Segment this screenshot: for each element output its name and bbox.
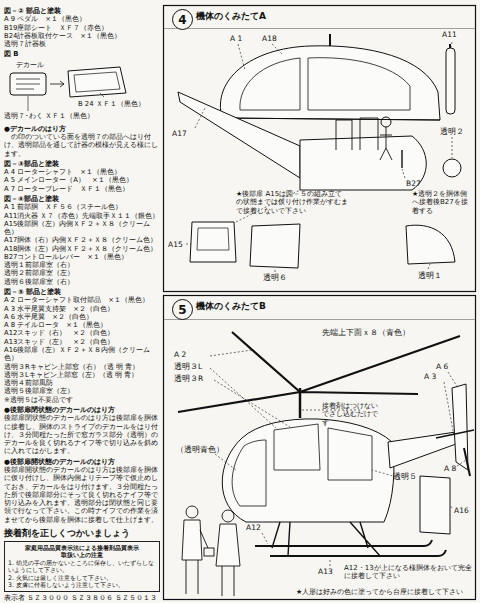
section-heading: 接着剤を正しくつかいましょう <box>4 528 160 539</box>
note-text: A 7 ローターブレード ＸＦ１（黒色） <box>4 185 160 193</box>
note-text: A11消火器 Ｘ７（赤色）先端取手Ｘ１１（銀色） <box>4 212 160 220</box>
section-heading: ●後部扉閉状態のデカールのはり方 <box>4 406 160 414</box>
part-label: ★後部扉 A15は図－５の組み立ての状態までは仮り付け作業がすむまで接着しないで… <box>236 190 348 215</box>
note-text: B27コントロールレバー ×１（黒色） <box>4 253 160 261</box>
note-text: 透明７計器板 <box>4 40 160 48</box>
part-label: 透明５ <box>393 472 423 481</box>
caution-heading: 取扱い上の注意 <box>8 551 156 559</box>
section-heading: 図 B <box>4 50 160 58</box>
section-heading: 図－⑤ 部品と塗装 <box>4 288 160 296</box>
note-text: A 6 水平尾翼 ×２（白色） <box>4 313 160 321</box>
section-heading: 図－④部品と塗装 <box>4 195 160 203</box>
part-label: A13 <box>318 567 342 576</box>
note-text: 表示者 ＳＺ３０００ ＳＺ３８０６ ＳＺ５０１３ <box>4 594 160 602</box>
part-label: A 2 <box>174 350 208 359</box>
part-label: （透明青色） <box>176 445 230 454</box>
part-label: A 1 <box>230 34 250 43</box>
step4-drawing <box>178 34 461 272</box>
figure-label: デカール <box>16 61 76 69</box>
note-text: A 3 水平尾翼支持架 ×２（白色） <box>4 305 160 313</box>
caution-box: 家庭用品品質表示法による接着剤品質表示取扱い上の注意1. 幼児の手の届かないとこ… <box>4 541 160 592</box>
part-label: 透明６ <box>263 273 293 282</box>
note-text: A 8 テイルロータ ×１（黒色） <box>4 321 160 329</box>
figure-label: 透明７･わく ＸＦ１（黒色） <box>4 112 160 120</box>
caution-item: 1. 幼児の手の届かないところに保存し、いたずらしないようにして下さい。 <box>8 559 156 574</box>
caution-item: 3. 皮膚に付着しないよう注意して下さい。 <box>8 581 156 589</box>
part-label: 接着剤はつけないでさし込むだけです <box>322 402 384 427</box>
part-label: A12 <box>246 523 268 532</box>
part-label: A 8 <box>444 464 466 473</box>
section-heading: ●デカールのはり方 <box>4 125 160 133</box>
note-text: の印のついている面を透明７の部品へはり付け、透明部品を通して計器の模様が見える様… <box>4 133 160 158</box>
step-number-circle: 5 <box>172 299 193 320</box>
note-text: 後部扉開状態のデカールのはり方は後部扉を胴体に仮り付けし、胴体内側よりテープ等で… <box>4 466 160 524</box>
section-heading: 図－② 部品と塗装 <box>4 7 160 15</box>
part-label: A18 <box>262 34 284 43</box>
part-label: 透明１ <box>418 271 448 280</box>
note-text: B24計器板取付ケース ×１（黒色） <box>4 32 160 40</box>
part-label: A 3 <box>424 372 446 381</box>
note-text: A 4 ローターシャフト ×１（黒色） <box>4 168 160 176</box>
note-text: A 2 ローターシャフト取付部品 ×１（黒色） <box>4 296 160 304</box>
notes: ●デカールのはり方の印のついている面を透明７の部品へはり付け、透明部品を通して計… <box>4 125 160 602</box>
step-heading: 機体のくみたてA <box>196 11 336 22</box>
note-text: A15後部胴（左）内側ＸＦ２＋Ｘ８（クリーム色） <box>4 220 160 237</box>
note-text: A13スキッド（左） ×２（白色） <box>4 338 160 346</box>
part-label: ★透明２を胴体側へ接着後B27を接着する <box>412 190 474 215</box>
left-column: 図－② 部品と塗装A 9 ペダル ×１（黒色）B19座部シート ＸＦ７（赤色）B… <box>4 5 160 602</box>
step-number-circle: 4 <box>172 9 193 30</box>
note-text: ※透明５は不要品です <box>4 396 160 404</box>
part-label: B27 <box>406 179 432 188</box>
note-text: A18胴体（左）内側ＸＦ２＋Ｘ８（クリーム色） <box>4 245 160 253</box>
note-text: A 1 前部胴 ＸＦ５６（スチール色） <box>4 203 160 211</box>
note-text: 透明１前部扉室（右） <box>4 261 160 269</box>
step-heading: 機体のくみたてB <box>196 301 336 312</box>
part-label: A15 <box>168 240 186 249</box>
section-heading: ●後部扉開状態のデカールのはり方 <box>4 458 160 466</box>
note-text: A16後部扉（左）ＸＦ２＋Ｘ８内側（クリーム色） <box>4 346 160 363</box>
part-label: 透明２ <box>440 127 470 136</box>
note-text: B19座部シート ＸＦ７（赤色） <box>4 24 160 32</box>
part-label: ★人形は好みの色に塗ってから台座に接着して下さい <box>296 588 472 596</box>
part-label: A 6 <box>436 362 460 371</box>
note-text: 透明３Rキャビン上部窓（右）（透 明 青） <box>4 363 160 371</box>
figure-label: B 24 ＸＦ１（黒色） <box>78 100 160 108</box>
note-text: A12スキッド（右） ×２（白色） <box>4 329 160 337</box>
step-number: 4 <box>178 13 186 27</box>
note-text: 透明３Lキャビン上部窓（左）（透 明 青） <box>4 371 160 379</box>
part-label: A12・13が上になる様胴体をおいて完全に接着して下さい <box>344 564 474 581</box>
step5-drawing <box>178 332 474 596</box>
figure-b: デカール B 24 ＸＦ１（黒色） 透明７･わく ＸＦ１（黒色） <box>4 59 160 123</box>
note-text: 透明６後部扉室（右） <box>4 278 160 286</box>
section-heading: 図－③部品と塗装 <box>4 160 160 168</box>
note-text: 透明５後部扉室（左） <box>4 387 160 395</box>
note-text: A 5 メインローター（A） ×１（黒色） <box>4 176 160 184</box>
step-number: 5 <box>178 303 186 317</box>
part-label: 先端上下面ｘ８（青色） <box>322 328 442 337</box>
part-label: 透明３L <box>174 362 208 371</box>
note-text: 透明２前部扉室（左） <box>4 269 160 277</box>
part-label: A16 <box>454 506 476 515</box>
note-text: A17胴体（右）内側ＸＦ２＋Ｘ８（クリーム色） <box>4 236 160 244</box>
note-text: A 9 ペダル ×１（黒色） <box>4 15 160 23</box>
part-label: A11 <box>442 30 466 39</box>
caution-heading: 家庭用品品質表示法による接着剤品質表示 <box>8 544 156 552</box>
panel-frames <box>164 6 476 600</box>
part-label: A17 <box>172 129 198 138</box>
note-text: 透明４前部風防 <box>4 379 160 387</box>
note-text: 後部扉閉状態のデカールのはり方は後部扉を胴体に接着し、胴体のストライプのデカール… <box>4 414 160 455</box>
parts-list: 図－② 部品と塗装A 9 ペダル ×１（黒色）B19座部シート ＸＦ７（赤色）B… <box>4 7 160 59</box>
part-label: 透明３R <box>174 374 212 383</box>
caution-item: 2. 火気には厳しく注意をして下さい。 <box>8 574 156 582</box>
